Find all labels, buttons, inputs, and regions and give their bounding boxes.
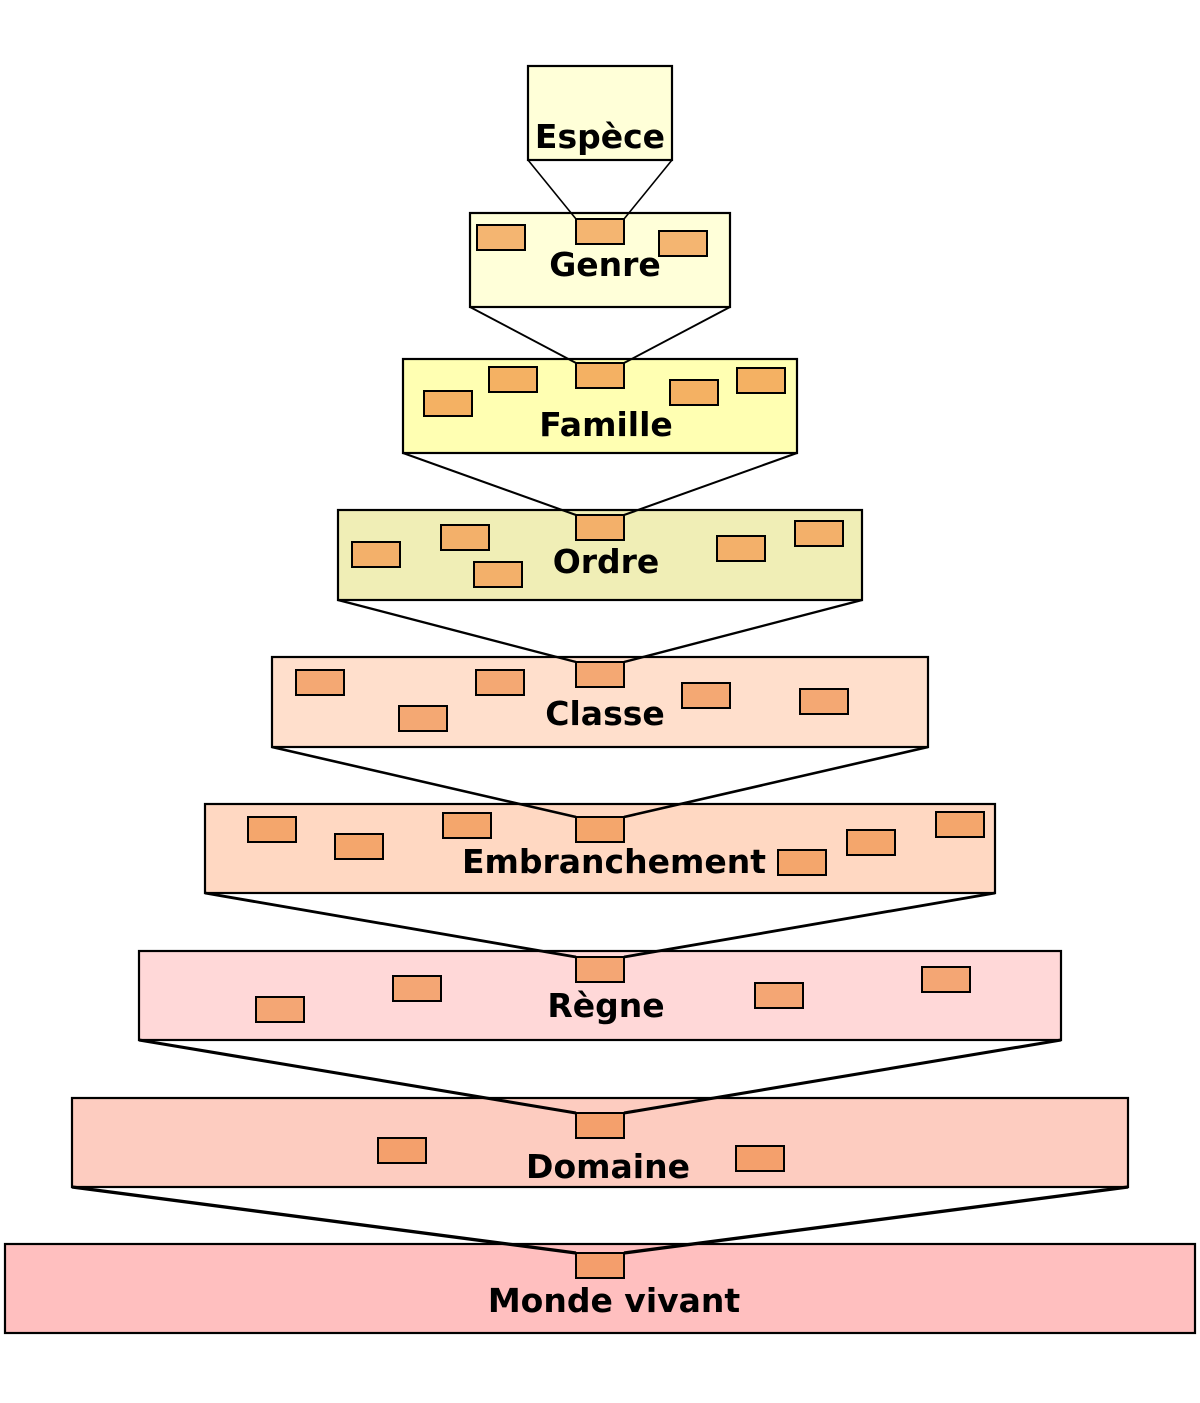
subgroup-cell-embranchement bbox=[777, 849, 827, 876]
subgroup-cell-center-genre bbox=[575, 218, 625, 245]
subgroup-cell-famille bbox=[423, 390, 473, 417]
label-regne: Règne bbox=[547, 986, 664, 1025]
connector-left-classe bbox=[271, 745, 577, 819]
connector-right-classe bbox=[623, 745, 929, 819]
subgroup-cell-famille bbox=[736, 367, 786, 394]
label-monde-vivant: Monde vivant bbox=[488, 1281, 741, 1320]
subgroup-cell-embranchement bbox=[334, 833, 384, 860]
subgroup-cell-classe bbox=[398, 705, 448, 732]
subgroup-cell-classe bbox=[475, 669, 525, 696]
subgroup-cell-domaine bbox=[735, 1145, 785, 1172]
subgroup-cell-embranchement bbox=[935, 811, 985, 838]
connector-right-ordre bbox=[623, 598, 863, 664]
subgroup-cell-regne bbox=[921, 966, 971, 993]
connectors bbox=[71, 159, 1129, 1255]
label-domaine: Domaine bbox=[526, 1147, 690, 1186]
connector-left-ordre bbox=[337, 598, 577, 664]
subgroup-cell-center-monde-vivant bbox=[575, 1252, 625, 1279]
connector-right-famille bbox=[623, 452, 798, 516]
label-ordre: Ordre bbox=[553, 542, 660, 581]
connector-left-genre bbox=[469, 306, 577, 364]
connector-right-espece bbox=[623, 159, 673, 220]
subgroup-cell-embranchement bbox=[442, 812, 492, 839]
subgroup-cell-center-domaine bbox=[575, 1112, 625, 1139]
connector-left-espece bbox=[527, 159, 577, 220]
level-box-espece bbox=[526, 64, 674, 162]
subgroup-cell-classe bbox=[799, 688, 849, 715]
label-famille: Famille bbox=[539, 405, 673, 444]
subgroup-cell-center-regne bbox=[575, 956, 625, 983]
subgroup-cell-ordre bbox=[794, 520, 844, 547]
connector-right-genre bbox=[623, 306, 731, 364]
subgroup-cell-center-embranchement bbox=[575, 816, 625, 843]
connector-left-regne bbox=[138, 1038, 577, 1115]
subgroup-cell-ordre bbox=[473, 561, 523, 588]
subgroup-cell-genre bbox=[658, 230, 708, 257]
subgroup-cell-domaine bbox=[377, 1137, 427, 1164]
label-espece: Espèce bbox=[535, 117, 665, 156]
subgroup-cell-embranchement bbox=[247, 816, 297, 843]
label-genre: Genre bbox=[549, 245, 661, 284]
connector-left-famille bbox=[402, 452, 577, 516]
connector-right-regne bbox=[623, 1038, 1062, 1115]
subgroup-cell-center-classe bbox=[575, 661, 625, 688]
subgroup-cell-ordre bbox=[351, 541, 401, 568]
connector-left-domaine bbox=[71, 1185, 577, 1255]
connector-left-embranchement bbox=[204, 891, 577, 959]
subgroup-cells bbox=[247, 218, 985, 1279]
label-embranchement: Embranchement bbox=[462, 842, 766, 881]
subgroup-cell-regne bbox=[392, 975, 442, 1002]
subgroup-cell-ordre bbox=[440, 524, 490, 551]
subgroup-cell-famille bbox=[488, 366, 538, 393]
subgroup-cell-regne bbox=[754, 982, 804, 1009]
subgroup-cell-ordre bbox=[716, 535, 766, 562]
subgroup-cell-genre bbox=[476, 224, 526, 251]
connector-right-domaine bbox=[623, 1185, 1129, 1255]
subgroup-cell-embranchement bbox=[846, 829, 896, 856]
level-box-monde-vivant bbox=[3, 1242, 1197, 1335]
subgroup-cell-classe bbox=[681, 682, 731, 709]
subgroup-cell-center-famille bbox=[575, 362, 625, 389]
subgroup-cell-classe bbox=[295, 669, 345, 696]
connector-right-embranchement bbox=[623, 891, 996, 959]
subgroup-cell-center-ordre bbox=[575, 514, 625, 541]
subgroup-cell-regne bbox=[255, 996, 305, 1023]
level-labels: Espèce Genre Famille Ordre Classe Embran… bbox=[462, 117, 766, 1320]
subgroup-cell-famille bbox=[669, 379, 719, 406]
label-classe: Classe bbox=[545, 694, 664, 733]
